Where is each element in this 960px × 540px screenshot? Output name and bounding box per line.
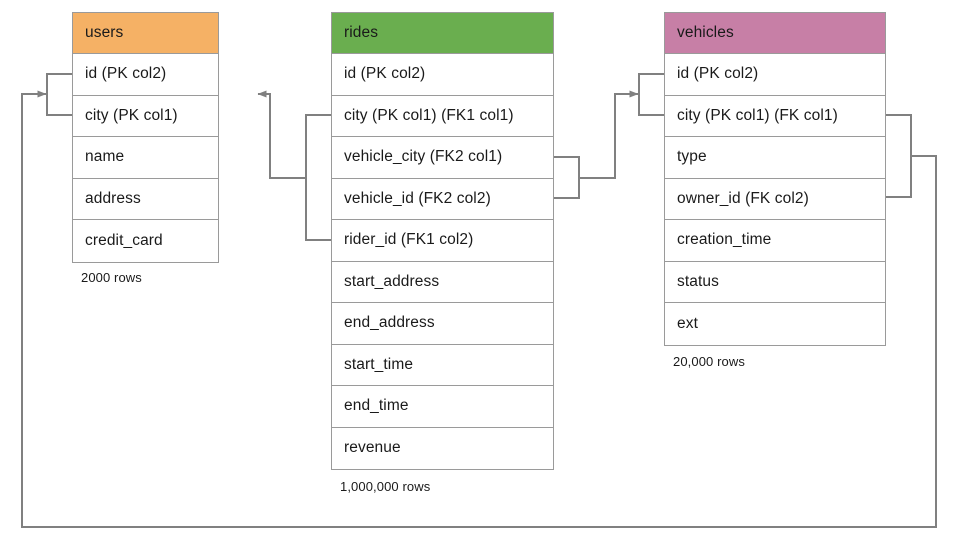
field-rides-vehicle-city[interactable]: vehicle_city (FK2 col1) bbox=[332, 137, 553, 179]
field-users-name[interactable]: name bbox=[73, 137, 218, 179]
field-rides-id[interactable]: id (PK col2) bbox=[332, 54, 553, 96]
entity-users[interactable]: users id (PK col2) city (PK col1) name a… bbox=[72, 12, 219, 263]
entity-users-header: users bbox=[73, 13, 218, 54]
field-vehicles-type[interactable]: type bbox=[665, 137, 885, 179]
entity-vehicles[interactable]: vehicles id (PK col2) city (PK col1) (FK… bbox=[664, 12, 886, 346]
field-users-city[interactable]: city (PK col1) bbox=[73, 95, 218, 137]
entity-rides-row-count: 1,000,000 rows bbox=[340, 479, 431, 494]
entity-vehicles-header: vehicles bbox=[665, 13, 885, 54]
rides-to-users-arrow bbox=[257, 90, 306, 179]
field-users-id[interactable]: id (PK col2) bbox=[73, 54, 218, 96]
field-users-credit-card[interactable]: credit_card bbox=[73, 220, 218, 262]
field-vehicles-creation-time[interactable]: creation_time bbox=[665, 220, 885, 262]
entity-vehicles-row-count: 20,000 rows bbox=[673, 354, 745, 369]
field-rides-vehicle-id[interactable]: vehicle_id (FK2 col2) bbox=[332, 178, 553, 220]
field-vehicles-ext[interactable]: ext bbox=[665, 303, 885, 345]
field-rides-start-address[interactable]: start_address bbox=[332, 261, 553, 303]
field-vehicles-status[interactable]: status bbox=[665, 261, 885, 303]
entity-users-row-count: 2000 rows bbox=[81, 270, 142, 285]
vehicles-key-bracket bbox=[638, 73, 664, 116]
vehicles-owner-fk-bracket bbox=[886, 114, 912, 198]
field-rides-revenue[interactable]: revenue bbox=[332, 427, 553, 469]
field-vehicles-owner-id[interactable]: owner_id (FK col2) bbox=[665, 178, 885, 220]
rides-to-users-connector bbox=[305, 114, 331, 241]
entity-rides-header: rides bbox=[332, 13, 553, 54]
field-vehicles-id[interactable]: id (PK col2) bbox=[665, 54, 885, 96]
rides-vehicle-fk-bracket bbox=[554, 156, 580, 199]
field-rides-city[interactable]: city (PK col1) (FK1 col1) bbox=[332, 95, 553, 137]
field-rides-end-address[interactable]: end_address bbox=[332, 303, 553, 345]
users-key-bracket bbox=[46, 73, 72, 116]
field-rides-rider-id[interactable]: rider_id (FK1 col2) bbox=[332, 220, 553, 262]
field-vehicles-city[interactable]: city (PK col1) (FK col1) bbox=[665, 95, 885, 137]
field-rides-start-time[interactable]: start_time bbox=[332, 344, 553, 386]
rides-to-vehicles-arrow bbox=[579, 90, 639, 179]
field-rides-end-time[interactable]: end_time bbox=[332, 386, 553, 428]
entity-rides[interactable]: rides id (PK col2) city (PK col1) (FK1 c… bbox=[331, 12, 554, 470]
field-users-address[interactable]: address bbox=[73, 178, 218, 220]
